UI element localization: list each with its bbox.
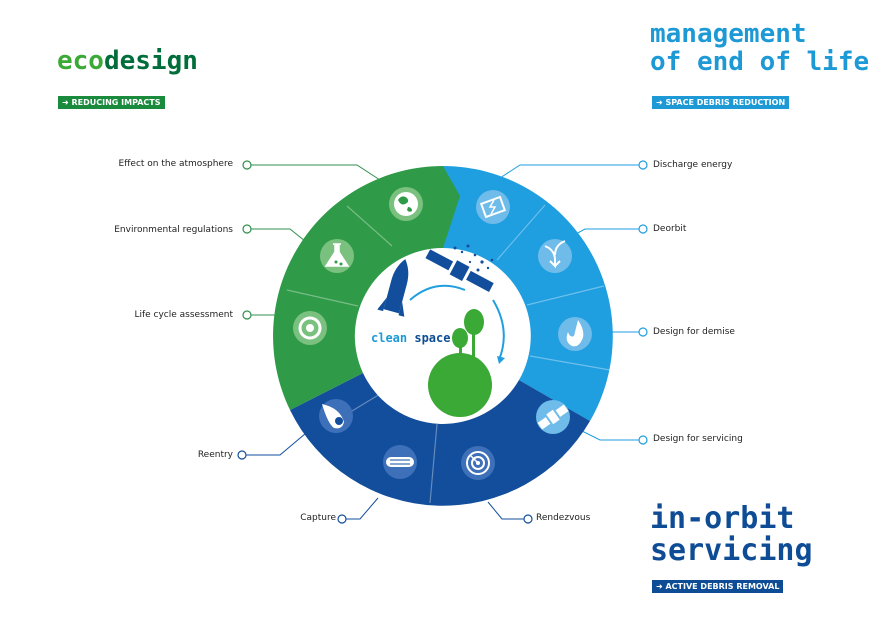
end-of-life-tag: ➜ SPACE DEBRIS REDUCTION [652, 96, 790, 109]
satellite-icon [425, 249, 494, 292]
target-rendezvous-icon [461, 446, 495, 480]
deorbit-arrow-icon [538, 239, 572, 273]
dot-capture [337, 514, 347, 524]
clean-word: clean [371, 331, 408, 345]
recycle-cycle-icon [293, 311, 327, 345]
in-orbit-tag: ➜ ACTIVE DEBRIS REMOVAL [652, 580, 784, 593]
dot-rendezvous [523, 514, 533, 524]
connector-discharge [499, 164, 640, 179]
in-orbit-title-line2: servicing [650, 533, 813, 569]
end-of-life-title-line2: of end of life [650, 47, 870, 78]
satellite-servicing-icon [536, 400, 570, 434]
connector-dots [237, 160, 648, 524]
debris-dots [453, 244, 494, 272]
orbit-arrow-right [492, 299, 505, 361]
trees-icon [452, 309, 484, 362]
dot-demise [638, 327, 648, 337]
ecodesign-title-eco: eco [57, 46, 104, 76]
label-reentry: Reentry [197, 450, 233, 460]
in-orbit-title-line1: in-orbit [650, 501, 795, 536]
earth-globe-icon [428, 353, 492, 417]
flask-icon [320, 239, 354, 273]
dot-life-cycle [242, 310, 252, 320]
in-orbit-connectors [245, 427, 525, 520]
ecodesign-title-design: design [103, 46, 198, 76]
label-rendezvous: Rendezvous [536, 513, 591, 523]
label-environmental-regulations: Environmental regulations [114, 225, 233, 235]
in-orbit-title: in-orbit servicing [650, 501, 813, 569]
label-capture: Capture [300, 513, 336, 523]
dot-effect-atmosphere [242, 160, 252, 170]
earth-atmosphere-icon [389, 187, 423, 221]
in-orbit-sector [290, 373, 590, 506]
space-word: space [414, 331, 451, 345]
label-discharge-energy: Discharge energy [653, 160, 733, 170]
connector-effect-atmosphere [250, 164, 381, 181]
connector-capture [345, 497, 379, 520]
demise-flame-icon [558, 317, 592, 351]
end-of-life-title-line1: management [650, 19, 807, 49]
rocket-icon [377, 259, 409, 317]
ecodesign-title: ecodesign [57, 47, 198, 75]
ecodesign-sector [273, 166, 460, 410]
center-illustration [377, 244, 505, 417]
reentry-flame-icon [319, 399, 353, 433]
end-of-life-title: management of end of life [650, 20, 869, 76]
label-design-servicing: Design for servicing [653, 434, 743, 444]
clean-space-wordmark: clean space [371, 331, 450, 345]
battery-discharge-icon [476, 190, 510, 224]
capture-hand-icon [383, 445, 417, 479]
ecodesign-tag: ➜ REDUCING IMPACTS [58, 96, 165, 109]
label-deorbit: Deorbit [653, 224, 687, 234]
label-design-demise: Design for demise [653, 327, 735, 337]
connector-environmental-regulations [250, 228, 311, 246]
connector-servicing [579, 429, 640, 441]
orbit-arrow-top [409, 284, 466, 301]
dot-environmental-regulations [242, 224, 252, 234]
connector-reentry [245, 427, 313, 456]
label-effect-atmosphere: Effect on the atmosphere [118, 159, 233, 169]
connector-rendezvous [487, 501, 525, 520]
end-of-life-connectors [499, 164, 640, 441]
dot-servicing [638, 435, 648, 445]
label-life-cycle: Life cycle assessment [134, 310, 233, 320]
dot-deorbit [638, 224, 648, 234]
dot-discharge [638, 160, 648, 170]
end-of-life-sector [443, 166, 613, 421]
dot-reentry [237, 450, 247, 460]
segment-dividers [286, 204, 611, 504]
